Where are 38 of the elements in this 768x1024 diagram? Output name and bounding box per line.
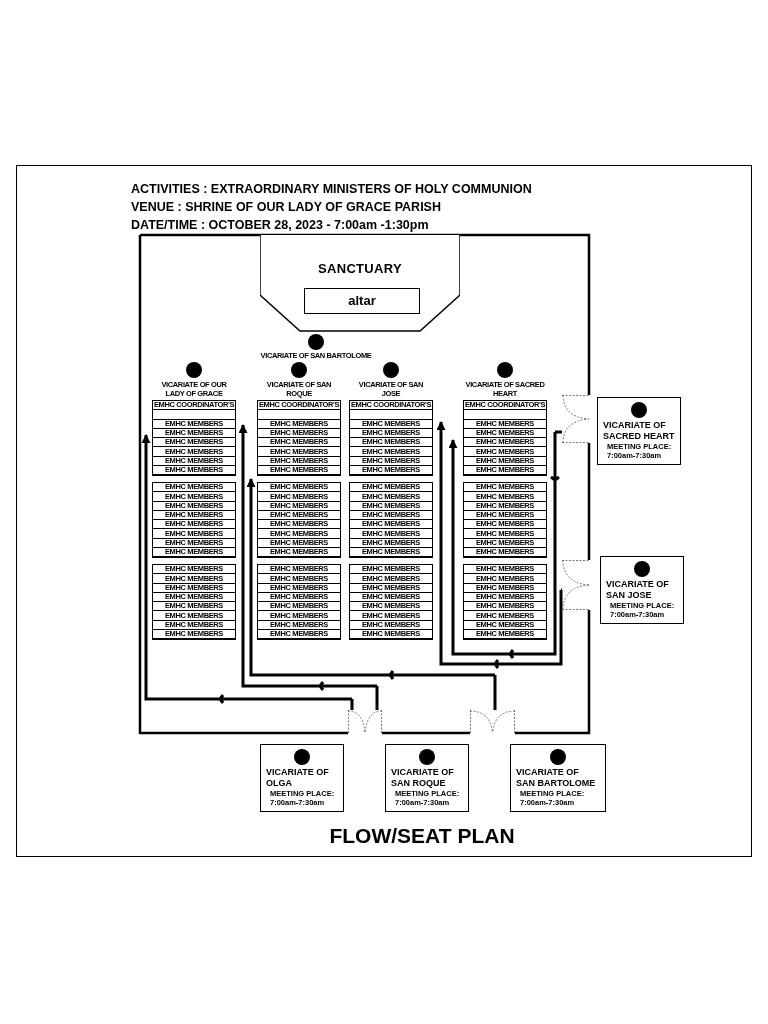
- plan-caption: FLOW/SEAT PLAN: [329, 824, 515, 848]
- seat-block: [463, 400, 547, 476]
- vicariate-box: [597, 397, 681, 465]
- vicariate-name: VICARIATE OF SAN JOSE: [606, 579, 670, 601]
- door-symbol: [562, 395, 589, 443]
- sanctuary-area: [260, 235, 460, 332]
- seat-block: [463, 482, 547, 558]
- area-label: SANCTUARY: [316, 260, 404, 278]
- seat-block: [257, 482, 341, 558]
- door-symbol: [562, 560, 589, 610]
- header-line: DATE/TIME : OCTOBER 28, 2023 - 7:00am -1:30pm: [131, 218, 429, 233]
- vicariate-box: [600, 556, 684, 624]
- vicariate-name: VICARIATE OF SAN ROQUE: [391, 767, 455, 789]
- vicariate-name: VICARIATE OF SAN BARTOLOME: [516, 767, 597, 789]
- door-symbol: [470, 710, 515, 733]
- flow-arrow: [448, 430, 564, 660]
- seat-block: [152, 400, 236, 476]
- seat-block: [463, 564, 547, 640]
- header-line: ACTIVITIES : EXTRAORDINARY MINISTERS OF HOLY COMMUNION: [131, 182, 532, 197]
- seat-block: [349, 564, 433, 640]
- seat-block: [349, 400, 433, 476]
- vicariate-box: [510, 744, 606, 812]
- vicariate-box: [385, 744, 469, 812]
- flow-arrow: [436, 420, 564, 670]
- flow-arrow: [238, 423, 379, 712]
- seat-block: [152, 564, 236, 640]
- header-line: VENUE : SHRINE OF OUR LADY OF GRACE PARISH: [131, 200, 441, 215]
- seat-block: [257, 564, 341, 640]
- seat-block: [152, 482, 236, 558]
- vicariate-name: VICARIATE OF OLGA: [266, 767, 330, 789]
- seat-block: [349, 482, 433, 558]
- flow-arrow: [141, 433, 354, 712]
- vicariate-name: VICARIATE OF SACRED HEART: [603, 420, 675, 442]
- seat-block: [257, 400, 341, 476]
- altar-box: altar: [304, 288, 420, 314]
- flow-arrow: [246, 477, 497, 712]
- door-symbol: [348, 710, 382, 733]
- vicariate-box: [260, 744, 344, 812]
